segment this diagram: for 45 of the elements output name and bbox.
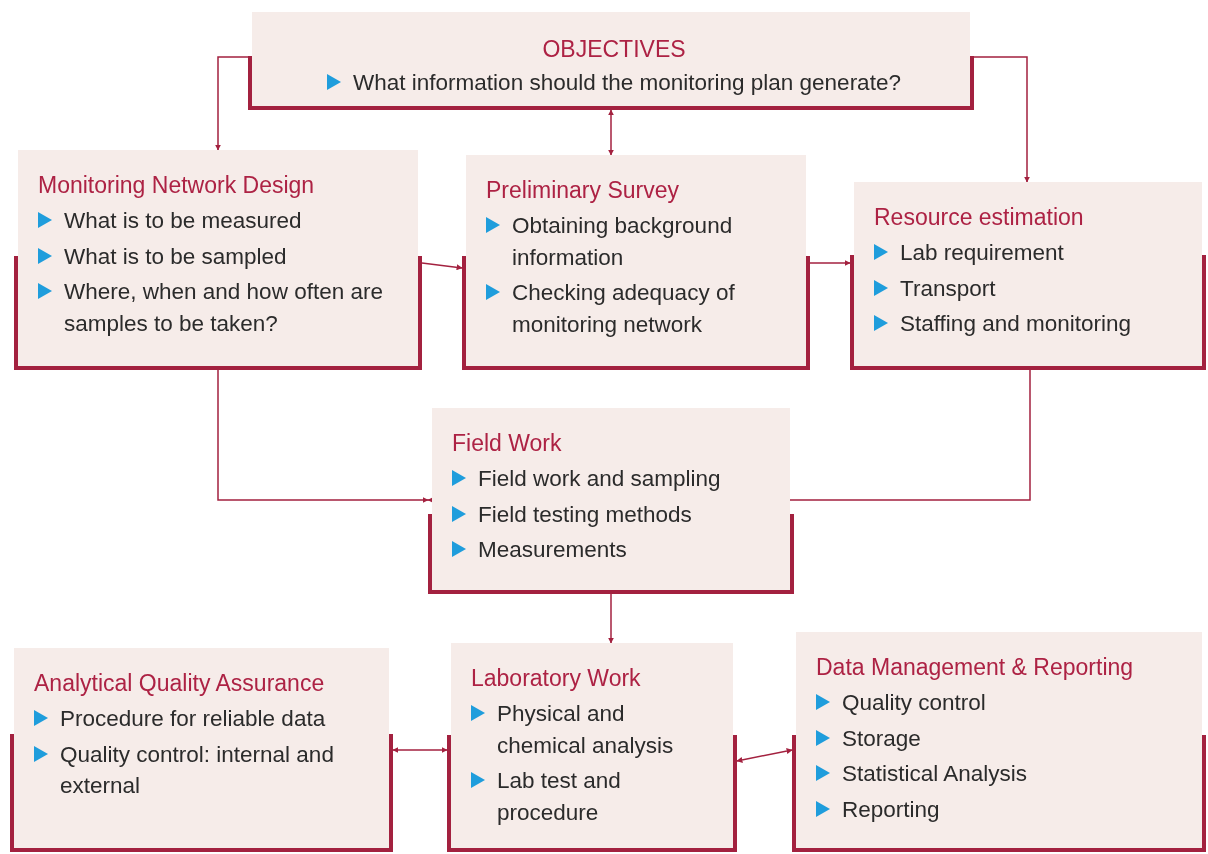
list-item: Lab test and procedure [497, 767, 622, 827]
box-heading: Analytical Quality Assurance [34, 670, 326, 697]
list-item: What is to be measured [64, 207, 302, 235]
arrow [215, 56, 249, 151]
box-heading: Preliminary Survey [486, 177, 680, 204]
list-item: Storage [842, 724, 921, 753]
process-box [248, 12, 974, 110]
box-heading: Monitoring Network Design [38, 172, 316, 199]
box-heading: Data Management & Reporting [816, 654, 1135, 681]
list-item: Field testing methods [478, 500, 692, 529]
process-box [10, 648, 393, 852]
box-heading: Laboratory Work [471, 665, 642, 692]
process-box [14, 150, 422, 370]
process-box [792, 632, 1206, 852]
list-item: Transport [900, 274, 996, 303]
arrow [421, 262, 463, 271]
arrow [973, 56, 1030, 183]
process-box [462, 155, 810, 370]
arrow [809, 260, 851, 266]
arrow [608, 109, 614, 156]
list-item: Procedure for reliable data [60, 705, 326, 733]
list-item: Quality control: internal and external [60, 740, 335, 800]
process-box [447, 643, 737, 852]
list-item: Measurements [478, 536, 627, 564]
process-box [428, 408, 794, 594]
list-item: Statistical Analysis [842, 760, 1028, 788]
box-heading: Resource estimation [874, 204, 1085, 231]
arrow [608, 593, 614, 644]
list-item: Checking adequacy of monitoring network [512, 279, 736, 339]
list-item: Physical and chemical analysis [497, 700, 675, 760]
list-item: Where, when and how often are samples to be taken? [64, 278, 384, 338]
list-item: What is to be sampled [64, 242, 287, 271]
box-heading: OBJECTIVES [541, 36, 687, 63]
list-item: Reporting [842, 795, 940, 824]
box-heading: Field Work [452, 430, 563, 457]
list-item: Field work and sampling [478, 465, 721, 493]
list-item: Staffing and monitoring [900, 310, 1131, 338]
arrow [736, 748, 793, 763]
list-item: What information should the monitoring plan generate? [353, 69, 901, 97]
list-item: Lab requirement [900, 239, 1064, 267]
process-box [850, 182, 1206, 370]
arrow [392, 747, 448, 753]
list-item: Obtaining background information [512, 212, 734, 272]
list-item: Quality control [842, 689, 986, 717]
arrow [217, 369, 429, 503]
